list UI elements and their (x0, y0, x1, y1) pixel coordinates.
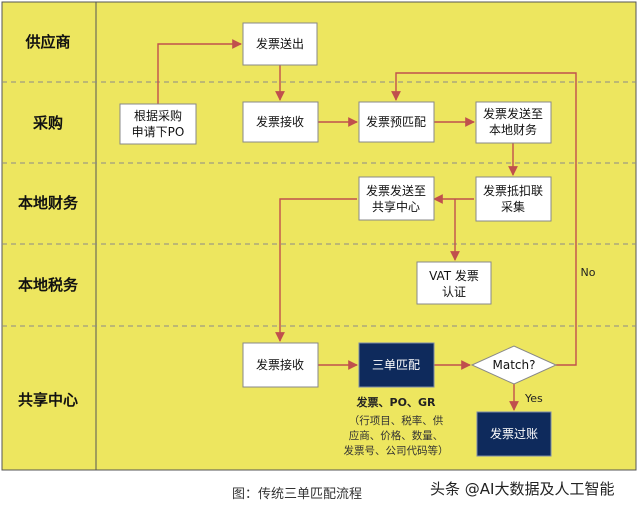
node-send-local-finance-line2: 本地财务 (489, 122, 537, 137)
edge-label-no: No (581, 266, 596, 279)
note-match-fields-line2: 应商、价格、数量、 (349, 429, 444, 442)
node-three-way-match: 三单匹配 (358, 342, 435, 388)
node-match-decision: Match? (470, 345, 558, 385)
node-invoice-send: 发票送出 (242, 22, 318, 66)
note-match-docs: 发票、PO、GR (356, 395, 436, 409)
node-deduction-collect: 发票抵扣联 采集 (475, 176, 552, 222)
diagram-background (1, 1, 637, 471)
node-po-request: 根据采购 申请下PO (119, 103, 197, 145)
node-invoice-receive-1: 发票接收 (242, 101, 319, 143)
node-vat-auth: VAT 发票 认证 (416, 261, 492, 305)
watermark: 头条 @AI大数据及人工智能 (430, 480, 615, 498)
lane-label-local-finance: 本地财务 (18, 194, 79, 212)
edge-label-yes: Yes (524, 392, 543, 405)
node-send-shared-center-line2: 共享中心 (372, 199, 420, 214)
note-match-fields-line1: （行项目、税率、供 (349, 414, 444, 427)
lane-label-supplier: 供应商 (24, 33, 70, 51)
node-deduction-collect-line2: 采集 (501, 199, 525, 214)
node-match-decision-label: Match? (493, 358, 536, 372)
node-invoice-post-label: 发票过账 (490, 426, 538, 441)
node-invoice-prematch: 发票预匹配 (358, 101, 435, 143)
node-po-request-line1: 根据采购 (134, 108, 182, 123)
edge-shared-to-receive2 (275, 198, 357, 342)
node-send-shared-center: 发票发送至 共享中心 (358, 176, 435, 221)
node-invoice-receive-2: 发票接收 (242, 342, 319, 388)
node-invoice-prematch-label: 发票预匹配 (366, 114, 426, 129)
edge-po-to-send (157, 39, 242, 104)
edge-no-loop (391, 72, 577, 366)
lane-label-column (1, 1, 97, 471)
lane-label-local-tax: 本地税务 (18, 276, 79, 294)
node-three-way-match-label: 三单匹配 (372, 358, 420, 372)
node-vat-auth-line1: VAT 发票 (429, 268, 479, 283)
node-invoice-receive-1-label: 发票接收 (256, 114, 304, 129)
node-po-request-line2: 申请下PO (132, 125, 185, 139)
lane-label-procurement: 采购 (32, 114, 63, 132)
node-invoice-send-label: 发票送出 (256, 36, 304, 51)
node-send-local-finance-line1: 发票发送至 (483, 106, 543, 121)
node-invoice-post: 发票过账 (476, 411, 552, 457)
lane-separators (2, 81, 636, 327)
lane-label-shared-center: 共享中心 (18, 391, 78, 409)
note-match-fields-line3: 发票号、公司代码等） (344, 444, 449, 457)
node-vat-auth-line2: 认证 (442, 285, 466, 299)
node-invoice-receive-2-label: 发票接收 (256, 357, 304, 372)
node-send-local-finance: 发票发送至 本地财务 (475, 101, 552, 144)
node-deduction-collect-line1: 发票抵扣联 (483, 183, 543, 198)
figure-caption: 图：传统三单匹配流程 (232, 487, 363, 502)
connectors (157, 39, 577, 411)
node-send-shared-center-line1: 发票发送至 (366, 183, 426, 198)
